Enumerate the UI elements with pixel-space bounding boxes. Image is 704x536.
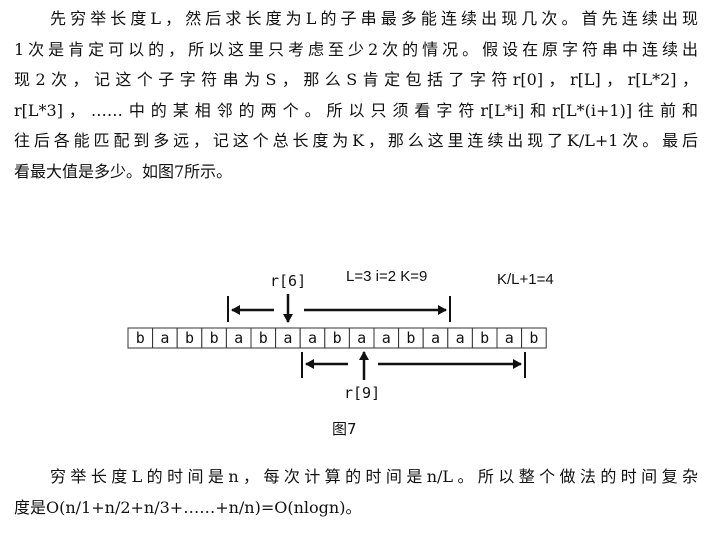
text-line: r[L*3]，……中的某相邻的两个。所以只须看字符r[L*i]和r[L*(i+1… [14, 100, 698, 120]
top-pointer-label: r[6] [270, 272, 306, 290]
string-cell-char: a [505, 329, 514, 347]
figure-caption: 图7 [332, 420, 357, 438]
string-cell-char: a [456, 329, 465, 347]
text-line: 穷举长度L的时间是n，每次计算的时间是n/L。所以整个做法的时间复杂 [50, 467, 698, 486]
text-line: 现2次，记这个子字符串为S，那么S肯定包括了字符r[0]，r[L]，r[L*2]… [14, 70, 698, 89]
text-line: 先穷举长度L，然后求长度为L的子串最多能连续出现几次。首先连续出现 [50, 9, 698, 28]
paragraph-explanation: 先穷举长度L，然后求长度为L的子串最多能连续出现几次。首先连续出现 1次是肯定可… [14, 4, 698, 187]
string-cell-char: b [185, 329, 194, 347]
string-cell-char: a [160, 329, 169, 347]
string-cell-char: a [308, 329, 317, 347]
params-label: L=3 i=2 K=9 [346, 268, 427, 285]
string-cell-char: a [234, 329, 243, 347]
string-cell-char: b [210, 329, 219, 347]
string-cell-char: a [382, 329, 391, 347]
string-cell-char: b [406, 329, 415, 347]
text-line: 度是O(n/1+n/2+n/3+……+n/n)=O(nlogn)。 [14, 497, 362, 517]
string-cell-char: b [529, 329, 538, 347]
string-cell-char: b [480, 329, 489, 347]
string-cell-char: b [333, 329, 342, 347]
text-line: 1次是肯定可以的，所以这里只考虑至少2次的情况。假设在原字符串中连续出 [14, 39, 698, 59]
string-cell-char: a [357, 329, 366, 347]
string-cell-char: a [283, 329, 292, 347]
string-cell-char: a [431, 329, 440, 347]
paragraph-complexity: 穷举长度L的时间是n，每次计算的时间是n/L。所以整个做法的时间复杂 度是O(n… [14, 462, 698, 523]
string-cell-char: b [259, 329, 268, 347]
string-cell [521, 327, 547, 349]
text-line: 往后各能匹配到多远，记这个总长度为K，那么这里连续出现了K/L+1次。最后 [14, 131, 698, 150]
result-label: K/L+1=4 [497, 271, 554, 288]
text-line: 看最大值是多少。如图7所示。 [14, 161, 233, 181]
string-cell-char: b [136, 329, 145, 347]
bottom-pointer-label: r[9] [344, 384, 380, 402]
